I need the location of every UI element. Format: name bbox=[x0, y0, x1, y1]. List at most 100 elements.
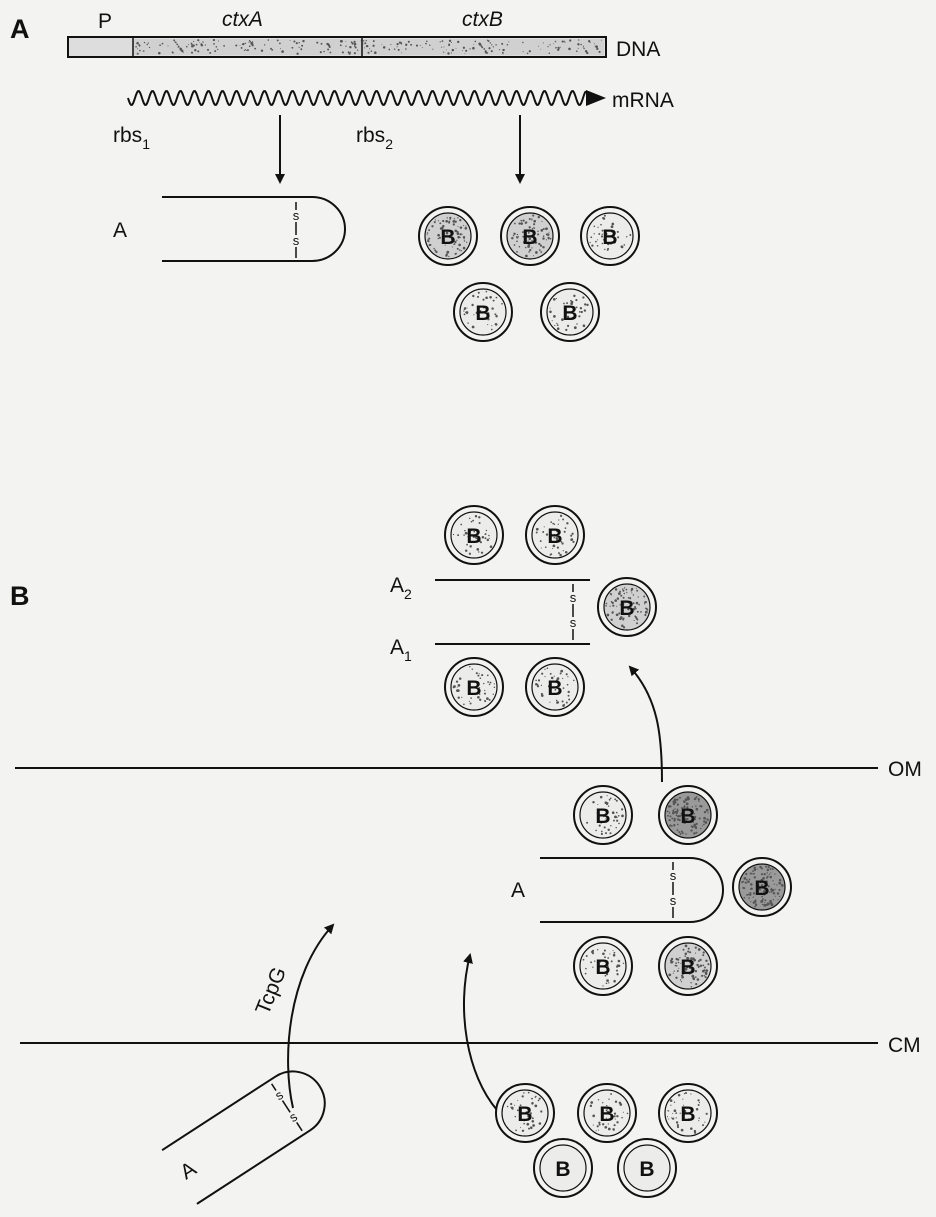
dna-speckle bbox=[295, 42, 298, 45]
b-subunit-speckle bbox=[486, 674, 489, 677]
b-subunit-speckle bbox=[772, 880, 774, 882]
dna-speckle bbox=[351, 42, 354, 45]
b-subunit-speckle bbox=[604, 1125, 608, 1129]
dna-speckle bbox=[421, 47, 423, 49]
b-subunit-speckle bbox=[680, 1128, 684, 1132]
b-subunit-speckle bbox=[766, 868, 769, 872]
b-subunit-speckle bbox=[691, 815, 695, 819]
b-subunit-speckle bbox=[695, 807, 699, 811]
b-subunit-speckle bbox=[478, 516, 481, 519]
dna-speckle bbox=[425, 42, 427, 45]
b-subunit-speckle bbox=[546, 233, 550, 236]
b-subunit-speckle bbox=[678, 815, 681, 818]
b-subunit-speckle bbox=[563, 302, 565, 305]
dna-speckle bbox=[502, 53, 504, 55]
dna-speckle bbox=[445, 49, 447, 51]
b-subunit-speckle bbox=[481, 674, 484, 677]
b-subunit-speckle bbox=[541, 694, 544, 697]
dna-speckle bbox=[293, 40, 296, 43]
b-subunit-speckle bbox=[575, 299, 578, 302]
b-subunit-speckle bbox=[626, 607, 629, 609]
dna-speckle bbox=[136, 52, 139, 55]
b-subunit-speckle bbox=[472, 529, 474, 531]
b-subunit-speckle bbox=[434, 219, 436, 221]
dna-speckle bbox=[193, 41, 195, 43]
b-subunit-speckle bbox=[615, 811, 618, 814]
b-subunit-speckle bbox=[606, 1110, 610, 1114]
b-subunit: B bbox=[573, 785, 633, 845]
b-subunit-speckle bbox=[692, 957, 695, 960]
b-subunit-speckle bbox=[460, 250, 462, 252]
dna-speckle bbox=[174, 40, 176, 42]
b-subunit-label: B bbox=[475, 302, 490, 325]
b-subunit-speckle bbox=[554, 324, 556, 327]
b-subunit-speckle bbox=[680, 806, 683, 809]
b-subunit-speckle bbox=[459, 219, 462, 222]
b-subunit-speckle bbox=[612, 953, 616, 957]
b-subunit-speckle bbox=[531, 219, 533, 221]
b-subunit-speckle bbox=[542, 235, 545, 237]
b-subunit-speckle bbox=[582, 296, 585, 299]
b-subunit-speckle bbox=[691, 806, 694, 808]
b-subunit-speckle bbox=[602, 238, 605, 241]
b-subunit-speckle bbox=[463, 307, 466, 311]
b-subunit-speckle bbox=[690, 985, 693, 988]
b-subunit-speckle bbox=[705, 971, 708, 975]
b-subunit-speckle bbox=[549, 237, 552, 240]
b-subunit-speckle bbox=[666, 810, 669, 813]
b-subunit-speckle bbox=[617, 814, 620, 817]
b-subunit-speckle bbox=[512, 1108, 514, 1110]
promoter-label: P bbox=[98, 10, 112, 33]
dna-speckle bbox=[143, 41, 146, 44]
b-subunit-speckle bbox=[616, 973, 619, 976]
b-subunit-speckle bbox=[690, 1127, 693, 1130]
b-subunit-inner-ring bbox=[506, 212, 554, 260]
b-subunit-speckle bbox=[695, 976, 697, 978]
b-subunit-speckle bbox=[511, 236, 514, 240]
b-subunit-speckle bbox=[600, 832, 603, 836]
b-subunit-speckle bbox=[523, 240, 526, 244]
b-subunit-speckle bbox=[749, 892, 752, 894]
dna-speckle bbox=[393, 48, 396, 50]
b-subunit-speckle bbox=[627, 601, 630, 604]
b-subunit-speckle bbox=[561, 318, 564, 321]
b-subunit-speckle bbox=[622, 618, 625, 621]
b-subunit-speckle bbox=[627, 597, 630, 599]
b-subunit-speckle bbox=[531, 1120, 535, 1123]
b-subunit-speckle bbox=[565, 328, 568, 332]
b-subunit-speckle bbox=[615, 965, 619, 968]
dna-speckle bbox=[214, 50, 217, 53]
dna-speckle bbox=[407, 40, 410, 43]
b-subunit-speckle bbox=[524, 231, 527, 233]
b-subunit-speckle bbox=[604, 974, 607, 977]
b-subunit-speckle bbox=[428, 237, 431, 240]
b-subunit-speckle bbox=[683, 1109, 687, 1113]
b-subunit-speckle bbox=[468, 552, 472, 555]
b-subunit-speckle bbox=[679, 833, 682, 835]
b-subunit-speckle bbox=[484, 689, 486, 692]
b-subunit-speckle bbox=[683, 1093, 686, 1095]
b-subunit-speckle bbox=[597, 803, 599, 806]
b-subunit-inner-ring bbox=[546, 288, 594, 336]
dna-speckle bbox=[177, 44, 179, 46]
b-subunit-speckle bbox=[514, 1115, 517, 1118]
b-subunit-speckle bbox=[556, 546, 560, 549]
b-subunit-speckle bbox=[477, 291, 480, 294]
b-subunit-speckle bbox=[694, 946, 697, 949]
b-subunit-speckle bbox=[516, 233, 519, 236]
b-subunit-speckle bbox=[533, 226, 535, 229]
b-subunit-speckle bbox=[572, 540, 575, 544]
b-subunit-speckle bbox=[427, 239, 429, 241]
b-subunit-speckle bbox=[468, 517, 471, 520]
b-subunit-speckle bbox=[510, 1106, 512, 1108]
b-export-arrow bbox=[463, 953, 498, 1111]
b-subunit-speckle bbox=[562, 550, 564, 552]
b-subunit-speckle bbox=[521, 231, 524, 234]
dna-speckle bbox=[457, 40, 460, 44]
b-subunit-speckle bbox=[536, 685, 540, 688]
b-subunit: B bbox=[540, 282, 600, 342]
b-subunit-speckle bbox=[527, 1114, 530, 1118]
b-subunit-speckle bbox=[478, 521, 481, 525]
b-subunit-speckle bbox=[704, 818, 707, 820]
b-subunit-speckle bbox=[748, 893, 750, 896]
